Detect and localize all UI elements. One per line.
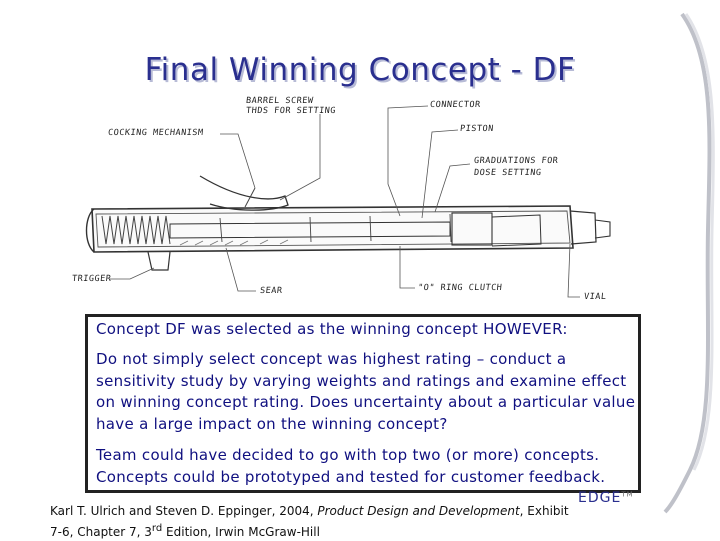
injector-drawing xyxy=(85,105,611,298)
label-cocking-mechanism: COCKING MECHANISM xyxy=(107,128,205,138)
label-o-ring-clutch: "O" RING CLUTCH xyxy=(417,283,503,293)
label-piston: PISTON xyxy=(459,124,495,134)
label-dose-setting: DOSE SETTING xyxy=(473,168,542,178)
citation-details: , Exhibit 7-6, Chapter 7, 3 xyxy=(50,504,569,539)
label-barrel-screw: BARREL SCREW xyxy=(245,96,314,106)
label-graduations: GRADUATIONS FOR xyxy=(473,156,559,166)
callout-box: Concept DF was selected as the winning c… xyxy=(85,314,641,493)
citation-authors: Karl T. Ulrich and Steven D. Eppinger, 2… xyxy=(50,504,318,518)
callout-paragraph-sensitivity: Do not simply select concept was highest… xyxy=(96,350,636,433)
label-connector: CONNECTOR xyxy=(429,100,482,110)
page-curl-decoration xyxy=(663,12,715,514)
callout-paragraph-prototyping: Team could have decided to go with top t… xyxy=(96,446,606,486)
edge-logo-text: EDGE xyxy=(578,490,622,506)
citation-book-title: Product Design and Development xyxy=(317,504,520,518)
page-title: Final Winning Concept - DF xyxy=(144,52,576,88)
label-barrel-screw-threads: THDS FOR SETTING xyxy=(245,106,337,116)
label-sear: SEAR xyxy=(259,286,284,296)
injector-sketch: BARREL SCREW THDS FOR SETTING CONNECTOR … xyxy=(70,92,650,314)
label-trigger: TRIGGER xyxy=(71,274,112,284)
citation-ordinal: rd xyxy=(151,523,163,534)
citation: Karl T. Ulrich and Steven D. Eppinger, 2… xyxy=(50,502,570,541)
edge-logo: EDGETM xyxy=(578,490,634,506)
callout-paragraph-selection: Concept DF was selected as the winning c… xyxy=(96,320,568,338)
citation-publisher: Edition, Irwin McGraw-Hill xyxy=(162,525,320,539)
label-vial: VIAL xyxy=(583,292,608,302)
edge-logo-trademark: TM xyxy=(621,490,634,499)
